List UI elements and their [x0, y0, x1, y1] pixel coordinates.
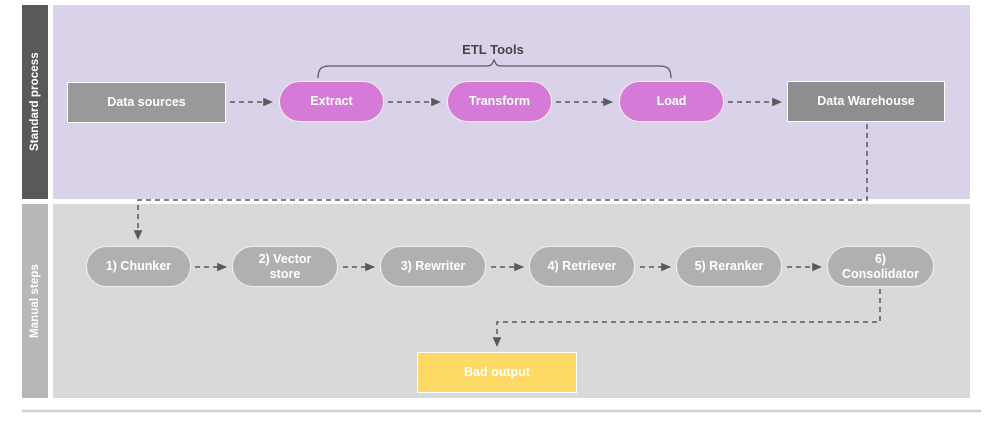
node-consolidator-label-line2: Consolidator [841, 266, 920, 281]
node-transform[interactable]: Transform [447, 81, 552, 122]
node-load-label: Load [656, 94, 687, 109]
node-chunker[interactable]: 1) Chunker [86, 246, 191, 287]
node-consolidator-label: 6) Consolidator [842, 252, 919, 281]
node-data-sources[interactable]: Data sources [67, 82, 226, 123]
node-extract[interactable]: Extract [279, 81, 384, 122]
node-retriever[interactable]: 4) Retriever [529, 246, 635, 287]
node-rewriter[interactable]: 3) Rewriter [380, 246, 486, 287]
node-extract-label: Extract [310, 94, 353, 109]
node-load[interactable]: Load [619, 81, 724, 122]
etl-tools-bracket [317, 58, 672, 79]
node-bad-output-label: Bad output [464, 365, 530, 380]
node-reranker[interactable]: 5) Reranker [676, 246, 782, 287]
node-vector-store-label-line1: 2) Vector [258, 252, 312, 267]
node-consolidator-label-line1: 6) [874, 252, 887, 267]
node-vector-store-label: 2) Vector store [259, 252, 312, 281]
edge-consolidator-to-bad-output [492, 289, 881, 347]
node-consolidator[interactable]: 6) Consolidator [827, 246, 934, 287]
node-chunker-label: 1) Chunker [105, 259, 172, 274]
node-reranker-label: 5) Reranker [694, 259, 764, 274]
etl-tools-label: ETL Tools [462, 42, 524, 57]
node-vector-store-label-line2: store [269, 266, 301, 281]
node-rewriter-label: 3) Rewriter [400, 259, 466, 274]
node-data-warehouse-label: Data Warehouse [817, 94, 915, 109]
node-vector-store[interactable]: 2) Vector store [232, 246, 338, 287]
node-retriever-label: 4) Retriever [547, 259, 617, 274]
edge-data-warehouse-to-chunker [133, 124, 868, 240]
node-data-warehouse[interactable]: Data Warehouse [787, 81, 945, 122]
node-transform-label: Transform [468, 94, 531, 109]
node-bad-output[interactable]: Bad output [417, 352, 577, 393]
node-data-sources-label: Data sources [107, 95, 186, 110]
